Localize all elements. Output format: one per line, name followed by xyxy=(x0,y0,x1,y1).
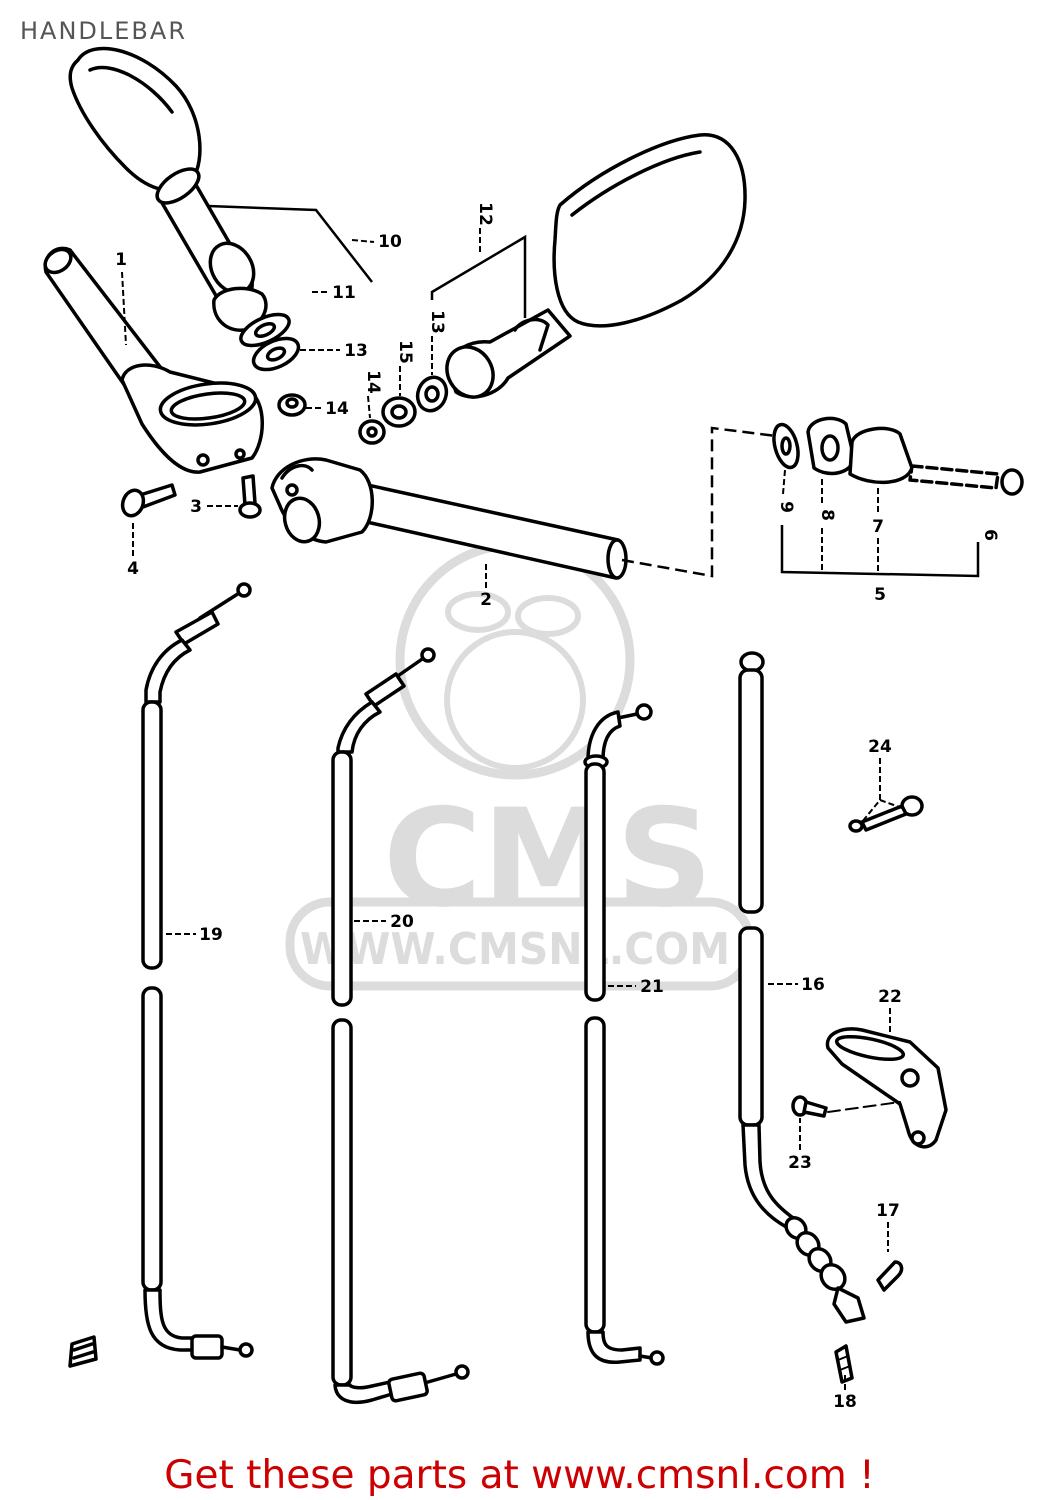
bracket-12 xyxy=(430,234,527,318)
callout-2: 2 xyxy=(480,590,492,610)
callout-13-right: 13 xyxy=(427,310,447,334)
callout-1: 1 xyxy=(115,250,127,270)
mirror-nut-14 xyxy=(277,393,307,417)
choke-cable-21 xyxy=(583,703,665,1366)
handlebar-parts-diagram: CMS WWW.CMSNL.COM xyxy=(43,46,1024,1412)
mirror-spacer-13-right xyxy=(415,375,449,413)
right-handlebar-2 xyxy=(270,457,628,580)
mirror-spacer-13 xyxy=(251,336,301,372)
callout-4: 4 xyxy=(127,559,139,579)
callout-24: 24 xyxy=(868,737,892,757)
right-mirror xyxy=(445,133,747,399)
cms-watermark: CMS WWW.CMSNL.COM xyxy=(285,540,755,991)
cable-grommet xyxy=(68,1335,98,1368)
callout-10: 10 xyxy=(378,232,402,252)
callout-11: 11 xyxy=(332,283,356,303)
throttle-cable-19 xyxy=(141,582,254,1360)
boot-18 xyxy=(834,1344,854,1384)
bar-end-screw-6 xyxy=(908,464,1024,496)
callout-20: 20 xyxy=(390,912,414,932)
mirror-washer-15 xyxy=(381,396,417,428)
bracket-screw-23 xyxy=(791,1095,901,1118)
mirror-nut-14-right xyxy=(358,419,386,445)
callout-14-right: 14 xyxy=(363,370,383,394)
callout-19: 19 xyxy=(199,925,223,945)
throttle-cable-20 xyxy=(331,647,470,1405)
bracket-5 xyxy=(780,525,980,578)
bracket-10 xyxy=(207,204,373,283)
pin-17 xyxy=(876,1260,904,1292)
clutch-adjuster-nut xyxy=(832,1286,866,1324)
callout-12: 12 xyxy=(475,202,495,226)
handlebar-tube xyxy=(338,478,627,580)
balancer-link xyxy=(621,426,777,578)
callout-23: 23 xyxy=(788,1153,812,1173)
watermark-logo: CMS xyxy=(383,780,713,937)
left-mirror xyxy=(68,46,268,332)
callout-14-left: 14 xyxy=(325,399,349,419)
callout-5: 5 xyxy=(874,585,886,605)
callout-7: 7 xyxy=(872,517,884,537)
bar-end-weight-7 xyxy=(848,426,914,485)
callout-22: 22 xyxy=(878,987,902,1007)
callout-3: 3 xyxy=(190,497,202,517)
callout-labels: 1 2 3 4 5 6 7 8 9 10 11 12 13 13 14 14 1… xyxy=(115,202,1000,1412)
leader-lines xyxy=(121,228,903,1390)
left-mirror-base xyxy=(212,286,268,332)
cable-bracket-22 xyxy=(825,1027,948,1149)
right-mirror-head xyxy=(552,133,747,328)
watermark-url: WWW.CMSNL.COM xyxy=(300,924,730,975)
assembly-brackets xyxy=(207,204,980,578)
callout-8: 8 xyxy=(817,509,837,521)
page-title: HANDLEBAR xyxy=(20,17,187,45)
callout-21: 21 xyxy=(640,977,664,997)
clamp-bolt-4 xyxy=(120,483,177,518)
callout-9: 9 xyxy=(776,501,796,513)
bar-end-washer-9 xyxy=(772,422,800,470)
footer-promo-text: Get these parts at www.cmsnl.com ! xyxy=(164,1453,875,1498)
clamp-bolt-24 xyxy=(848,795,924,833)
bar-end-rubber-8 xyxy=(806,416,856,476)
clamp-bolt-3 xyxy=(238,474,262,519)
callout-17: 17 xyxy=(876,1201,900,1221)
callout-16: 16 xyxy=(801,975,825,995)
callout-18: 18 xyxy=(833,1392,857,1412)
callout-13-left: 13 xyxy=(344,341,368,361)
clutch-cable-16 xyxy=(738,651,866,1324)
callout-6: 6 xyxy=(980,529,1000,541)
left-handlebar-grip-1 xyxy=(43,246,264,474)
callout-15: 15 xyxy=(395,340,415,364)
